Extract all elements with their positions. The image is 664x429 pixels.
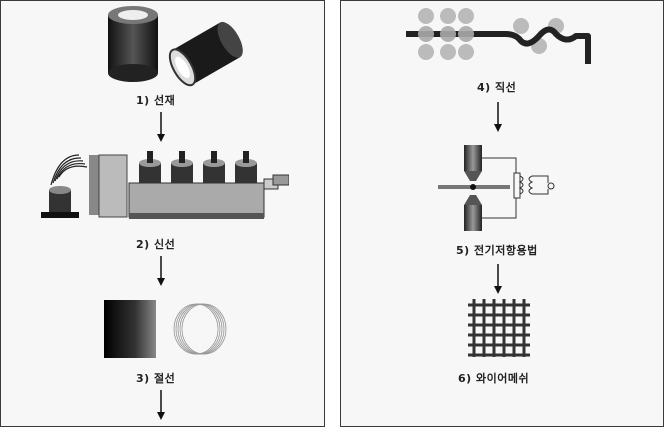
arrow-down-icon: [494, 264, 502, 294]
wire-mesh-illustration: [468, 299, 530, 357]
wire-drawing-machine-illustration: [41, 151, 289, 219]
arrow-down-icon: [157, 256, 165, 286]
wire-rod-coils-illustration: [108, 6, 243, 87]
step-label-2: 2) 신선: [136, 238, 176, 251]
arrow-down-icon: [494, 102, 502, 132]
left-panel: 1) 선재: [0, 0, 325, 427]
step-label-4: 4) 직선: [477, 81, 517, 94]
step-label-1: 1) 선재: [136, 94, 176, 107]
arrow-down-icon: [157, 112, 165, 142]
step-label-6: 6) 와이어메쉬: [458, 372, 530, 385]
step-label-5: 5) 전기저항용법: [456, 244, 538, 257]
cut-wire-illustration: [104, 300, 227, 358]
step-label-3: 3) 절선: [136, 372, 176, 385]
right-panel: 4) 직선: [340, 0, 664, 427]
resistance-welding-illustration: [438, 145, 555, 231]
arrow-down-icon: [157, 390, 165, 420]
straightening-rollers-illustration: [406, 8, 591, 64]
